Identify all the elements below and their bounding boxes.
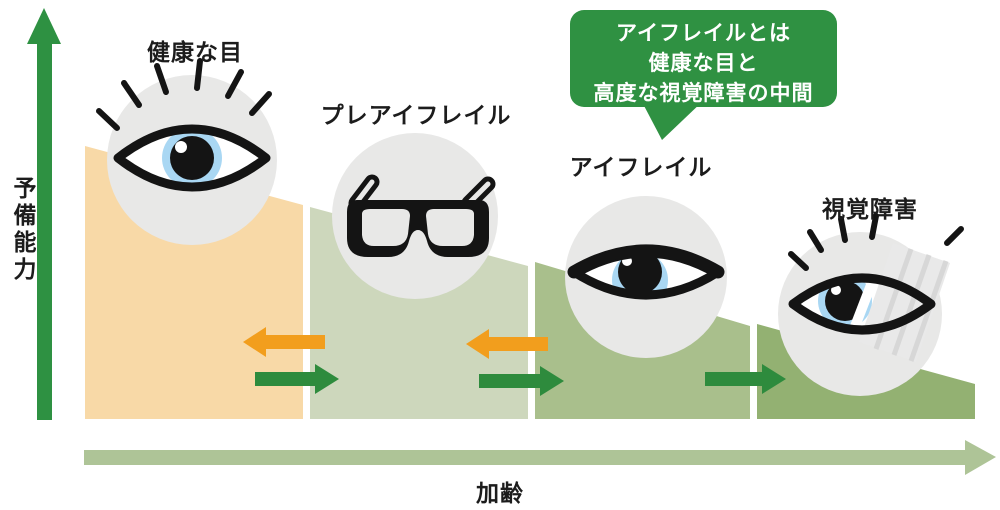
stage-label-impairment: 視覚障害 [822,196,918,222]
callout-text: アイフレイルとは 健康な目と 高度な視覚障害の中間 [570,19,837,109]
x-axis-arrow [84,440,996,475]
callout-bubble [570,10,837,140]
y-axis-label: 予備能力 [10,176,36,284]
callout-line-3: 高度な視覚障害の中間 [593,82,814,105]
y-axis-arrow [27,8,61,420]
glasses-icon [332,133,498,299]
impaired-eye-icon [778,213,964,396]
callout-line-2: 健康な目と [648,52,759,75]
stage-label-prefrail: プレアイフレイル [320,102,512,128]
healthy-eye-icon [96,58,277,245]
stage-label-frail: アイフレイル [569,154,713,180]
callout-line-1: アイフレイルとは [616,22,791,45]
reverse-arrow-2 [466,329,548,359]
progress-arrow-2 [479,366,564,396]
progress-arrow-1 [255,364,339,394]
progress-arrow-3 [705,364,786,394]
reverse-arrow-1 [243,327,325,357]
droopy-eye-icon [565,196,727,358]
x-axis-label: 加齢 [476,480,524,506]
stage-label-healthy: 健康な目 [147,39,243,65]
